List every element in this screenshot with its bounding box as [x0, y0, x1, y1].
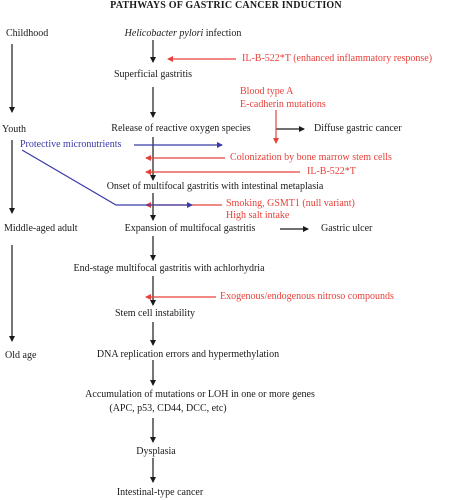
factor-il-second: IL-B-522*T: [307, 166, 356, 177]
step-multifocal-expansion: Expansion of multifocal gastritis: [124, 223, 256, 234]
step-genes-list: (APC, p53, CD44, DCC, etc): [109, 403, 227, 414]
factor-protective: Protective micronutrients: [20, 139, 122, 150]
stage-childhood: Childhood: [6, 28, 49, 39]
factor-smoking: Smoking, GSMT1 (null variant): [226, 198, 355, 209]
diagram-title: PATHWAYS OF GASTRIC CANCER INDUCTION: [110, 0, 342, 11]
factor-salt: High salt intake: [226, 210, 290, 221]
outcome-gastric-ulcer: Gastric ulcer: [321, 223, 373, 234]
step-multifocal-onset: Onset of multifocal gastritis with intes…: [106, 181, 324, 192]
factor-e-cadherin: E-cadherin mutations: [240, 99, 326, 110]
pathogen-name: Helicobacter pylori: [124, 28, 204, 39]
step-superficial-gastritis: Superficial gastritis: [113, 69, 193, 80]
step-infection: Helicobacter pylori infection: [125, 28, 242, 40]
step-reactive-oxygen: Release of reactive oxygen species: [111, 123, 251, 134]
factor-il-enhanced: IL-B-522*T (enhanced inflammatory respon…: [242, 53, 433, 64]
step-dna-errors: DNA replication errors and hypermethylat…: [96, 349, 280, 360]
stage-middle-aged: Middle-aged adult: [4, 223, 78, 234]
factor-colonization: Colonization by bone marrow stem cells: [230, 152, 392, 163]
stage-old-age: Old age: [5, 350, 37, 361]
protective-arrow-diagonal: [21, 149, 193, 208]
step-intestinal-cancer: Intestinal-type cancer: [116, 487, 204, 498]
stage-youth: Youth: [2, 124, 26, 135]
step-end-stage: End-stage multifocal gastritis with achl…: [73, 263, 265, 274]
outcome-diffuse-cancer: Diffuse gastric cancer: [314, 123, 402, 134]
factor-blood-type: Blood type A: [240, 86, 294, 97]
step-stem-cell: Stem cell instability: [115, 308, 195, 319]
step-dysplasia: Dysplasia: [136, 446, 176, 457]
infection-label: infection: [203, 28, 242, 39]
factor-nitroso: Exogenous/endogenous nitroso compounds: [220, 291, 394, 302]
step-mutations: Accumulation of mutations or LOH in one …: [85, 389, 315, 400]
